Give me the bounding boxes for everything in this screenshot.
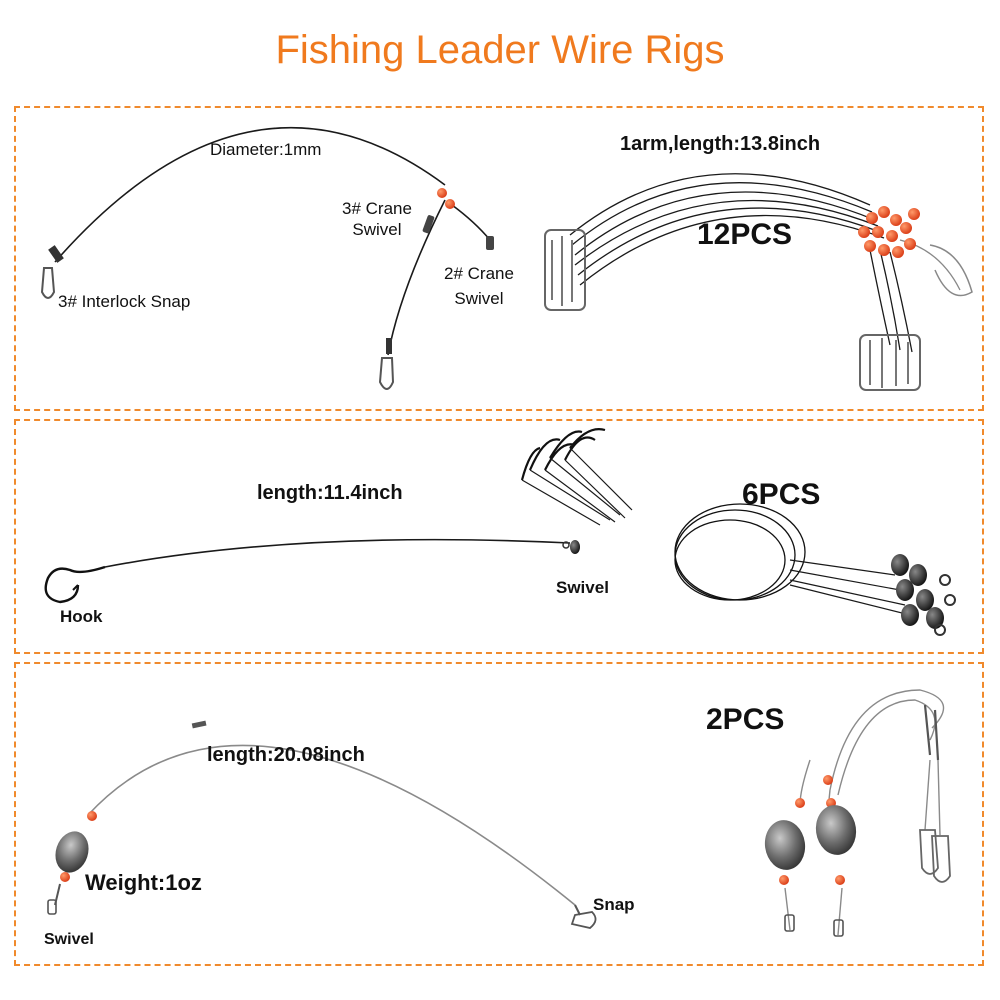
- swivel-label: Swivel: [44, 931, 94, 948]
- bundle-2pcs: [764, 689, 951, 937]
- bead-icon: [437, 188, 447, 198]
- swivel-icon: [47, 883, 61, 915]
- single-hook-rig: [44, 538, 580, 604]
- bead-icon: [87, 811, 97, 821]
- bundle-6pcs: [520, 428, 956, 636]
- count-2pcs: 2PCS: [706, 703, 785, 736]
- swivel-icon: [562, 540, 580, 554]
- crane-swivel-icon: [422, 215, 435, 234]
- arm-length-label: 1arm,length:13.8inch: [620, 133, 821, 155]
- count-6pcs: 6PCS: [742, 478, 821, 511]
- crane-swivel-3-label: 3# Crane Swivel: [342, 199, 412, 239]
- sinker-weight-icon: [55, 831, 89, 873]
- length-20-label: length:20.08inch: [207, 744, 365, 766]
- crane-swivel-icon: [486, 236, 494, 250]
- panel-sinker-rig: [14, 662, 984, 966]
- bead-icon: [445, 199, 455, 209]
- length-11-label: length:11.4inch: [257, 482, 403, 504]
- panel-hook-rig: [14, 419, 984, 654]
- hook-label: Hook: [60, 607, 103, 626]
- snap-label: Snap: [593, 895, 635, 914]
- hook-icon: [44, 565, 106, 604]
- interlock-snap-icon: [378, 357, 395, 390]
- panel-three-way-rig: [14, 106, 984, 411]
- snap-icon: [570, 904, 597, 929]
- swivel-label: Swivel: [556, 578, 609, 597]
- bead-icon: [60, 872, 70, 882]
- interlock-snap-label: 3# Interlock Snap: [58, 292, 191, 311]
- page-title: Fishing Leader Wire Rigs: [275, 28, 725, 72]
- single-sinker-rig: [47, 720, 597, 929]
- single-three-way-rig: [40, 126, 494, 390]
- bundle-12pcs: [544, 173, 973, 391]
- weight-label: Weight:1oz: [85, 870, 202, 895]
- count-12pcs: 12PCS: [697, 218, 793, 251]
- diameter-label: Diameter:1mm: [210, 140, 322, 159]
- crane-swivel-2-label: 2# Crane Swivel: [444, 264, 514, 308]
- interlock-snap-icon: [40, 267, 56, 299]
